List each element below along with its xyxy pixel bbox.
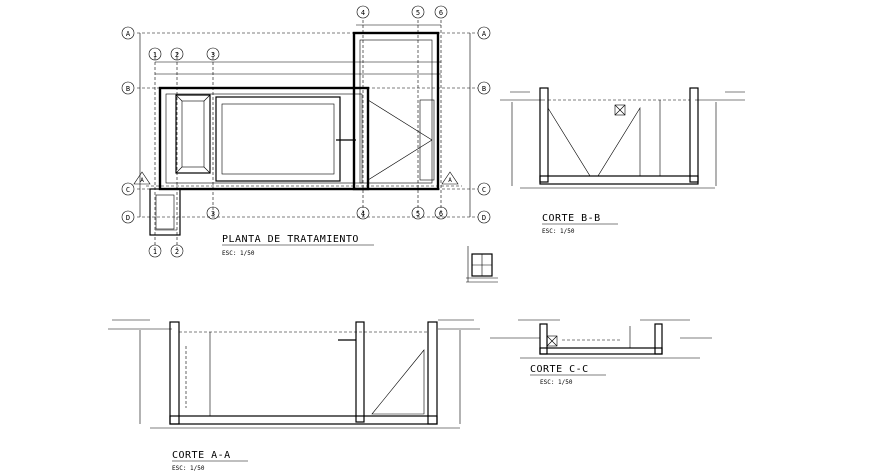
section-cc-title: CORTE C-C xyxy=(530,364,589,375)
svg-text:5: 5 xyxy=(416,210,420,218)
grid-bubble-col-3-top: 3 xyxy=(206,47,220,61)
svg-text:A: A xyxy=(448,177,452,184)
grid-bubble-row-d-right: D xyxy=(477,210,491,224)
plan-title: PLANTA DE TRATAMIENTO xyxy=(222,234,359,245)
grid-bubble-col-2-bottom: 2 xyxy=(170,244,184,258)
grid-bubble-col-4-bottom: 4 xyxy=(356,206,370,220)
svg-text:B: B xyxy=(126,85,130,93)
svg-text:6: 6 xyxy=(439,210,443,218)
svg-text:2: 2 xyxy=(175,51,179,59)
section-cut-markers: A A xyxy=(133,171,459,185)
svg-text:3: 3 xyxy=(211,210,215,218)
plan-row-bubbles: A B C D A B C xyxy=(121,26,491,224)
svg-text:4: 4 xyxy=(361,9,365,17)
plan-scale: ESC: 1/50 xyxy=(222,250,255,257)
svg-text:D: D xyxy=(126,214,130,222)
grid-bubble-row-d: D xyxy=(121,210,135,224)
grid-bubble-col-4-top: 4 xyxy=(356,5,370,19)
grid-bubble-col-6-bottom: 6 xyxy=(434,206,448,220)
grid-bubble-row-a: A xyxy=(121,26,135,40)
svg-text:4: 4 xyxy=(361,210,365,218)
svg-text:5: 5 xyxy=(416,9,420,17)
svg-text:B: B xyxy=(482,85,486,93)
svg-text:1: 1 xyxy=(153,51,157,59)
plan-dimensions xyxy=(139,24,471,231)
svg-text:2: 2 xyxy=(175,248,179,256)
svg-text:3: 3 xyxy=(211,51,215,59)
svg-text:D: D xyxy=(482,214,486,222)
plan-grid-lines xyxy=(137,20,478,250)
plan-walls xyxy=(146,31,462,236)
svg-text:C: C xyxy=(126,186,130,194)
grid-bubble-col-1-top: 1 xyxy=(148,47,162,61)
grid-bubble-col-3-bottom: 3 xyxy=(206,206,220,220)
grid-bubble-row-b: B xyxy=(121,81,135,95)
section-bb-title: CORTE B-B xyxy=(542,213,601,224)
svg-text:C: C xyxy=(482,186,486,194)
svg-text:6: 6 xyxy=(439,9,443,17)
svg-text:1: 1 xyxy=(153,248,157,256)
plan-title-block: PLANTA DE TRATAMIENTO ESC: 1/50 xyxy=(222,234,374,257)
section-marker-a-left: A xyxy=(133,171,151,185)
grid-bubble-row-b-right: B xyxy=(477,81,491,95)
grid-bubble-col-6-top: 6 xyxy=(434,5,448,19)
plan-view: A B C D A B C xyxy=(121,5,491,258)
section-marker-a-right: A xyxy=(441,171,459,185)
section-bb-view: CORTE B-B ESC: 1/50 xyxy=(500,87,745,235)
section-aa-view: CORTE A-A ESC: 1/50 xyxy=(108,319,480,472)
grid-bubble-col-2-top: 2 xyxy=(170,47,184,61)
section-aa-scale: ESC: 1/50 xyxy=(172,465,205,472)
grid-bubble-col-5-top: 5 xyxy=(411,5,425,19)
section-aa-title: CORTE A-A xyxy=(172,450,231,461)
section-cc-scale: ESC: 1/50 xyxy=(540,379,573,386)
section-bb-scale: ESC: 1/50 xyxy=(542,228,575,235)
grid-bubble-row-a-right: A xyxy=(477,26,491,40)
plan-column-bubbles-top: 1 2 3 4 5 6 xyxy=(148,5,448,61)
svg-text:A: A xyxy=(140,177,144,184)
svg-text:A: A xyxy=(482,30,487,38)
svg-text:A: A xyxy=(126,30,131,38)
plan-column-bubbles-bottom: 3 4 5 6 1 2 xyxy=(148,206,448,258)
grid-bubble-row-c-right: C xyxy=(477,182,491,196)
grid-bubble-col-5-bottom: 5 xyxy=(411,206,425,220)
section-cc-view: CORTE C-C ESC: 1/50 xyxy=(490,319,712,386)
grid-bubble-row-c: C xyxy=(121,182,135,196)
grid-bubble-col-1-bottom: 1 xyxy=(148,244,162,258)
small-detail-view xyxy=(466,246,498,283)
